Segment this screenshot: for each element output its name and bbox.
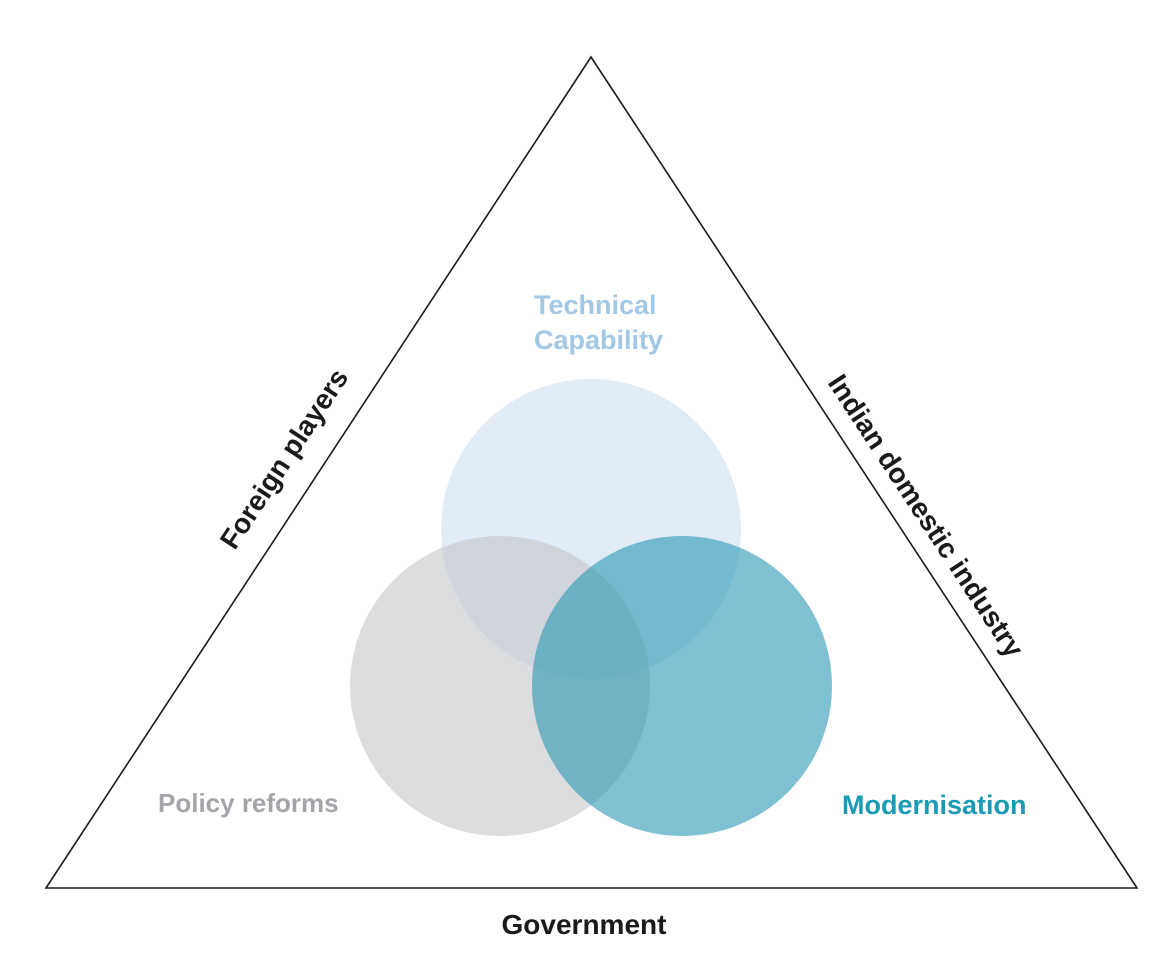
- label-technical-line1: Technical: [534, 290, 657, 320]
- circle-modernisation: [532, 536, 832, 836]
- label-modernisation: Modernisation: [842, 790, 1027, 820]
- label-government: Government: [502, 909, 667, 940]
- triangle-outline: [44, 55, 1139, 889]
- label-indian-domestic-industry: Indian domestic industry: [822, 369, 1030, 663]
- label-policy-reforms: Policy reforms: [158, 788, 339, 818]
- label-technical-line2: Capability: [534, 325, 663, 355]
